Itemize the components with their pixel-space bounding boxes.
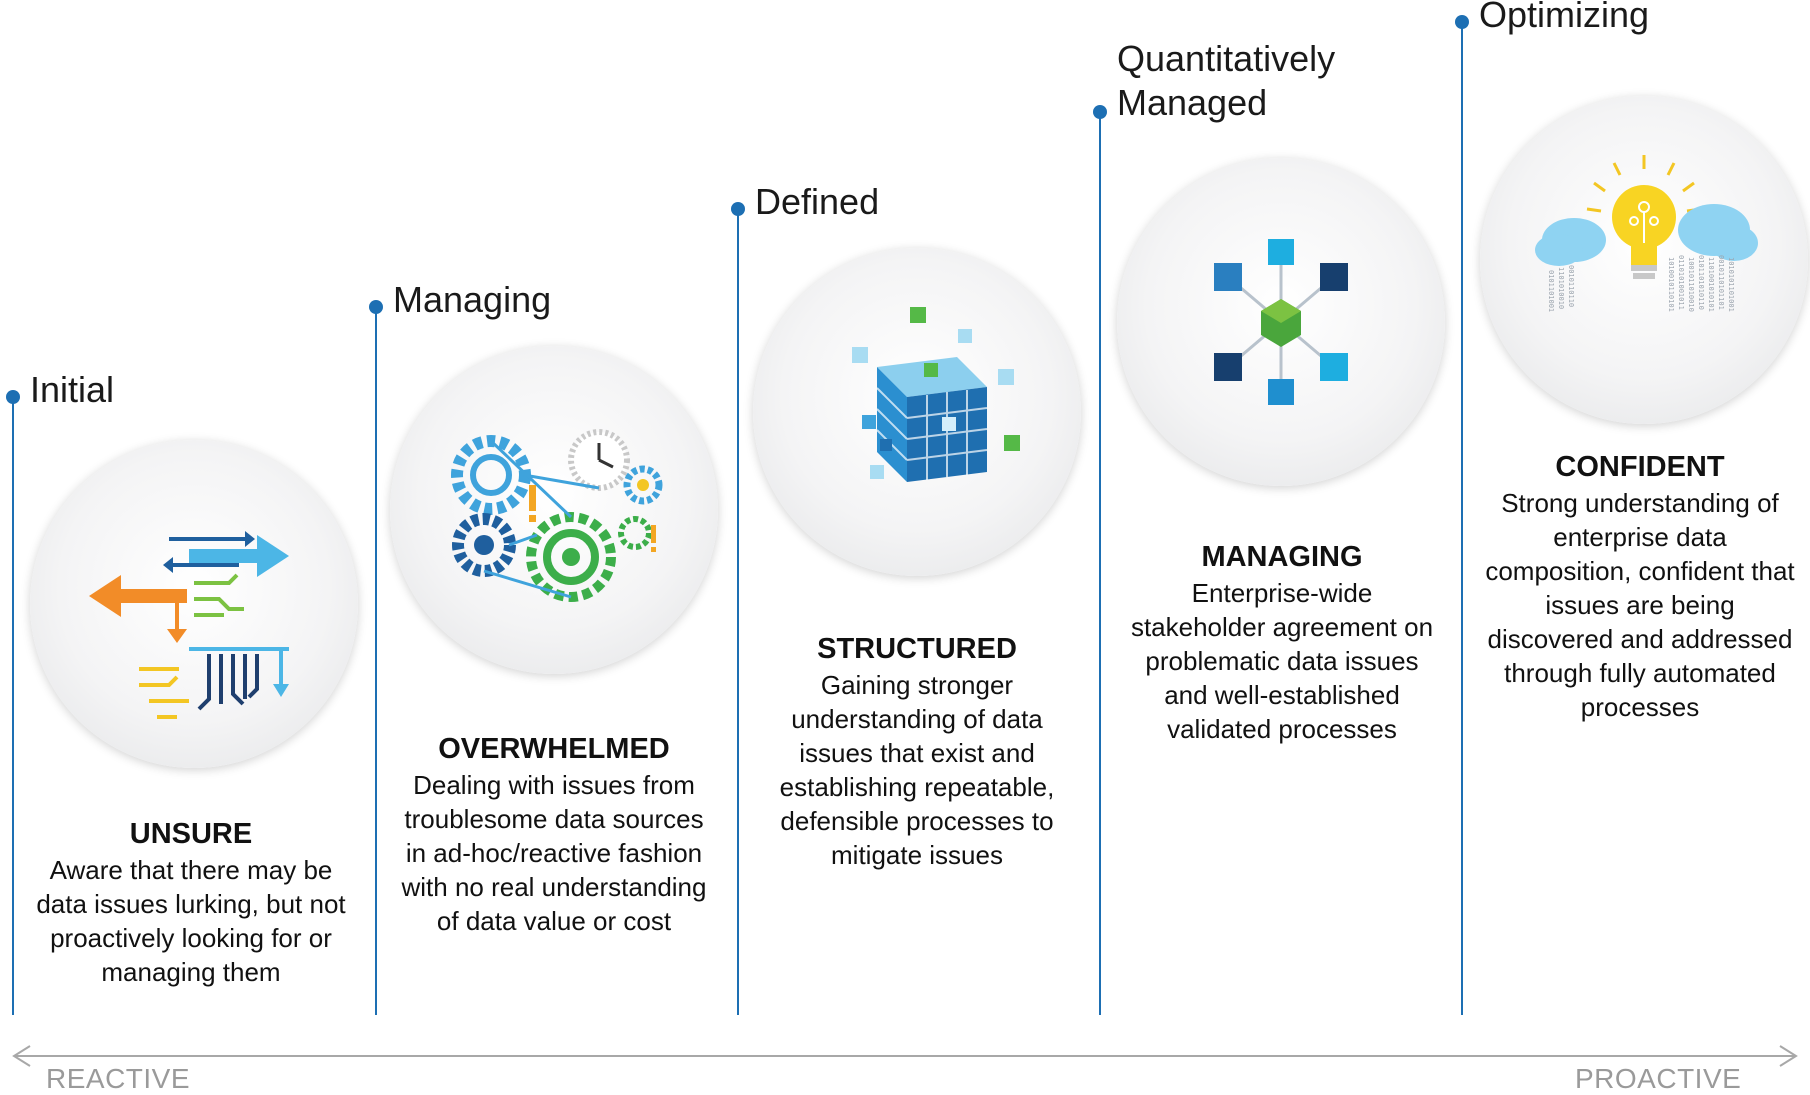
svg-text:0101101010110: 0101101010110 (1697, 255, 1705, 310)
svg-text:0110101001011: 0110101001011 (1677, 255, 1685, 310)
stage-body: Aware that there may be data issues lurk… (36, 855, 346, 987)
axis-label-proactive: PROACTIVE (1575, 1063, 1742, 1094)
stage-marker (1093, 105, 1107, 119)
data-cube-icon (852, 307, 1020, 482)
svg-text:1101010010: 1101010010 (1557, 267, 1565, 309)
stage-name: Managing (393, 279, 552, 320)
stage-heading: UNSURE (129, 818, 253, 850)
stage-initial-circle (30, 440, 358, 768)
svg-text:1010101101001: 1010101101001 (1727, 257, 1735, 312)
stage-body: Gaining stronger understanding of data i… (779, 670, 1055, 870)
stage-marker (369, 300, 383, 314)
axis-label-reactive: REACTIVE (46, 1063, 191, 1094)
stage-line (1461, 21, 1463, 1015)
stage-line (375, 306, 377, 1015)
stage-name: Optimizing (1479, 0, 1650, 35)
stage-managing-description: OVERWHELMED Dealing with issues from tro… (399, 730, 709, 938)
stage-marker (731, 202, 745, 216)
stage-body: Dealing with issues from troublesome dat… (401, 770, 707, 936)
stage-quantitatively-managed-description: MANAGING Enterprise-wide stakeholder agr… (1127, 538, 1437, 746)
svg-text:0010110110: 0010110110 (1567, 265, 1575, 307)
stage-body: Strong understanding of enterprise data … (1485, 488, 1795, 722)
stage-marker (6, 390, 20, 404)
stage-name: Initial (30, 369, 115, 410)
stage-heading: CONFIDENT (1555, 451, 1725, 483)
stage-body: Enterprise-wide stakeholder agreement on… (1130, 578, 1434, 744)
stage-line (12, 396, 14, 1015)
network-hub-icon (1214, 239, 1348, 405)
stage-defined-circle (753, 248, 1081, 576)
stage-name: Defined (755, 181, 880, 222)
cloud-lightbulb-icon: 0101101001 1101010010 0010110110 1010010… (1535, 155, 1758, 312)
circuit-arrows-icon (89, 531, 289, 719)
stage-initial-description: UNSURE Aware that there may be data issu… (36, 815, 346, 989)
stage-quantitatively-managed-circle (1117, 158, 1445, 486)
stage-name: Quantitatively Managed (1117, 38, 1336, 123)
reactive-proactive-axis (10, 1044, 1800, 1068)
svg-text:1101001010101: 1101001010101 (1707, 257, 1715, 312)
stage-heading: STRUCTURED (817, 633, 1017, 665)
stage-optimizing-circle: 0101101001 1101010010 0010110110 1010010… (1480, 96, 1808, 424)
gears-clock-icon (451, 429, 663, 602)
stage-line (1099, 111, 1101, 1015)
stage-line (737, 208, 739, 1015)
stage-heading: OVERWHELMED (438, 733, 670, 765)
stage-marker (1455, 15, 1469, 29)
svg-text:0101101001: 0101101001 (1547, 270, 1555, 312)
stage-managing-circle (390, 346, 718, 674)
svg-text:1001011010010: 1001011010010 (1687, 257, 1695, 312)
stage-defined-description: STRUCTURED Gaining stronger understandin… (762, 630, 1072, 872)
svg-text:0010110101101: 0010110101101 (1717, 255, 1725, 310)
svg-text:1010010110101: 1010010110101 (1667, 257, 1675, 312)
stage-optimizing-description: CONFIDENT Strong understanding of enterp… (1485, 448, 1795, 724)
stage-heading: MANAGING (1201, 541, 1363, 573)
